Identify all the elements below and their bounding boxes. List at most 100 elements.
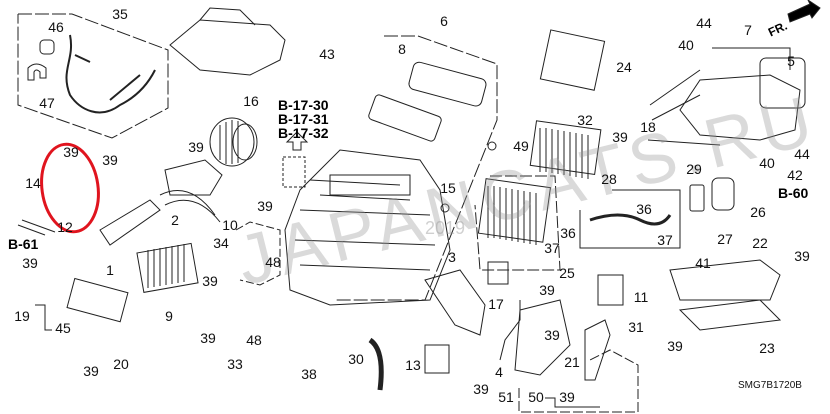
callout-part-5[interactable]: 5 bbox=[787, 53, 795, 69]
rod-4 bbox=[499, 300, 521, 361]
callout-part-21[interactable]: 21 bbox=[564, 354, 580, 370]
callout-part-1[interactable]: 1 bbox=[106, 262, 114, 278]
callout-part-16[interactable]: 16 bbox=[243, 93, 259, 109]
callout-part-39[interactable]: 39 bbox=[559, 389, 575, 405]
reference-b-17-30[interactable]: B-17-30 bbox=[278, 97, 329, 113]
seal-lower bbox=[368, 94, 442, 142]
callout-part-13[interactable]: 13 bbox=[405, 357, 421, 373]
diagram-code: SMG7B1720B bbox=[738, 380, 802, 391]
callout-part-40[interactable]: 40 bbox=[759, 155, 775, 171]
callout-part-39[interactable]: 39 bbox=[612, 129, 628, 145]
callout-part-12[interactable]: 12 bbox=[57, 219, 73, 235]
group-box-35 bbox=[17, 13, 169, 139]
callout-part-50[interactable]: 50 bbox=[528, 389, 544, 405]
callout-part-46[interactable]: 46 bbox=[48, 19, 64, 35]
callout-part-32[interactable]: 32 bbox=[577, 112, 593, 128]
callout-part-18[interactable]: 18 bbox=[640, 119, 656, 135]
callout-part-39[interactable]: 39 bbox=[188, 139, 204, 155]
callout-part-39[interactable]: 39 bbox=[63, 144, 79, 160]
callout-part-17[interactable]: 17 bbox=[488, 296, 504, 312]
callout-part-19[interactable]: 19 bbox=[14, 308, 30, 324]
group-box-25 bbox=[474, 175, 561, 271]
callout-part-35[interactable]: 35 bbox=[112, 6, 128, 22]
callout-part-28[interactable]: 28 bbox=[601, 171, 617, 187]
duct-3 bbox=[424, 269, 486, 336]
callout-part-14[interactable]: 14 bbox=[25, 175, 41, 191]
wiring-harness bbox=[65, 34, 156, 114]
callout-part-39[interactable]: 39 bbox=[22, 255, 38, 271]
callout-part-6[interactable]: 6 bbox=[440, 13, 448, 29]
callout-part-44[interactable]: 44 bbox=[696, 15, 712, 31]
callout-part-36[interactable]: 36 bbox=[560, 225, 576, 241]
callout-part-15[interactable]: 15 bbox=[440, 180, 456, 196]
callout-part-9[interactable]: 9 bbox=[165, 308, 173, 324]
duct-1 bbox=[99, 199, 161, 246]
front-arrow bbox=[787, 0, 821, 23]
actuator-17 bbox=[487, 261, 509, 285]
callout-part-37[interactable]: 37 bbox=[657, 232, 673, 248]
callout-part-30[interactable]: 30 bbox=[348, 351, 364, 367]
callout-part-40[interactable]: 40 bbox=[678, 37, 694, 53]
callout-part-39[interactable]: 39 bbox=[667, 338, 683, 354]
callout-part-11[interactable]: 11 bbox=[633, 289, 649, 305]
heater-unit bbox=[284, 149, 451, 306]
filter-24 bbox=[539, 29, 606, 91]
callout-part-10[interactable]: 10 bbox=[222, 217, 238, 233]
callout-part-51[interactable]: 51 bbox=[498, 389, 514, 405]
callout-part-44[interactable]: 44 bbox=[794, 146, 810, 162]
bracket-31 bbox=[584, 319, 611, 381]
callout-part-23[interactable]: 23 bbox=[759, 340, 775, 356]
callout-part-24[interactable]: 24 bbox=[616, 59, 632, 75]
callout-part-2[interactable]: 2 bbox=[171, 212, 179, 228]
core-32 bbox=[529, 120, 602, 175]
callout-part-33[interactable]: 33 bbox=[227, 356, 243, 372]
up-arrow bbox=[285, 131, 309, 151]
callout-part-39[interactable]: 39 bbox=[544, 327, 560, 343]
actuator-13 bbox=[424, 344, 450, 374]
callout-part-39[interactable]: 39 bbox=[102, 152, 118, 168]
callout-part-20[interactable]: 20 bbox=[113, 356, 129, 372]
callout-part-29[interactable]: 29 bbox=[686, 161, 702, 177]
callout-part-22[interactable]: 22 bbox=[752, 235, 768, 251]
reference-b-17-32[interactable]: B-17-32 bbox=[278, 125, 329, 141]
callout-part-42[interactable]: 42 bbox=[787, 167, 803, 183]
seal-26 bbox=[711, 177, 735, 211]
reference-b-60[interactable]: B-60 bbox=[778, 185, 809, 201]
callout-part-36[interactable]: 36 bbox=[636, 201, 652, 217]
pipe-assembly bbox=[589, 213, 672, 226]
blower-motor bbox=[209, 117, 255, 167]
group-box-7 bbox=[712, 47, 791, 70]
callout-part-48[interactable]: 48 bbox=[265, 254, 281, 270]
callout-part-48[interactable]: 48 bbox=[246, 332, 262, 348]
callout-part-45[interactable]: 45 bbox=[55, 320, 71, 336]
reference-b-61[interactable]: B-61 bbox=[8, 236, 39, 252]
callout-part-49[interactable]: 49 bbox=[513, 138, 529, 154]
motor-19 bbox=[66, 277, 129, 323]
clip-46 bbox=[39, 39, 55, 55]
callout-part-3[interactable]: 3 bbox=[448, 249, 456, 265]
callout-part-39[interactable]: 39 bbox=[200, 330, 216, 346]
callout-part-4[interactable]: 4 bbox=[495, 364, 503, 380]
callout-part-39[interactable]: 39 bbox=[83, 363, 99, 379]
actuator-11 bbox=[597, 274, 624, 306]
callout-part-39[interactable]: 39 bbox=[473, 381, 489, 397]
callout-part-43[interactable]: 43 bbox=[319, 46, 335, 62]
expansion-valve bbox=[689, 184, 705, 212]
callout-part-27[interactable]: 27 bbox=[717, 231, 733, 247]
callout-part-37[interactable]: 37 bbox=[544, 240, 560, 256]
callout-part-25[interactable]: 25 bbox=[559, 265, 575, 281]
callout-part-8[interactable]: 8 bbox=[398, 41, 406, 57]
callout-part-39[interactable]: 39 bbox=[794, 248, 810, 264]
callout-part-41[interactable]: 41 bbox=[695, 255, 711, 271]
callout-part-26[interactable]: 26 bbox=[750, 204, 766, 220]
callout-part-31[interactable]: 31 bbox=[628, 319, 644, 335]
reference-b-17-31[interactable]: B-17-31 bbox=[278, 111, 329, 127]
callout-part-7[interactable]: 7 bbox=[744, 22, 752, 38]
callout-part-39[interactable]: 39 bbox=[257, 198, 273, 214]
callout-part-38[interactable]: 38 bbox=[301, 366, 317, 382]
callout-part-39[interactable]: 39 bbox=[202, 273, 218, 289]
callout-part-39[interactable]: 39 bbox=[539, 282, 555, 298]
callout-part-34[interactable]: 34 bbox=[213, 235, 229, 251]
callout-part-47[interactable]: 47 bbox=[39, 95, 55, 111]
highlight-circle bbox=[40, 142, 100, 234]
